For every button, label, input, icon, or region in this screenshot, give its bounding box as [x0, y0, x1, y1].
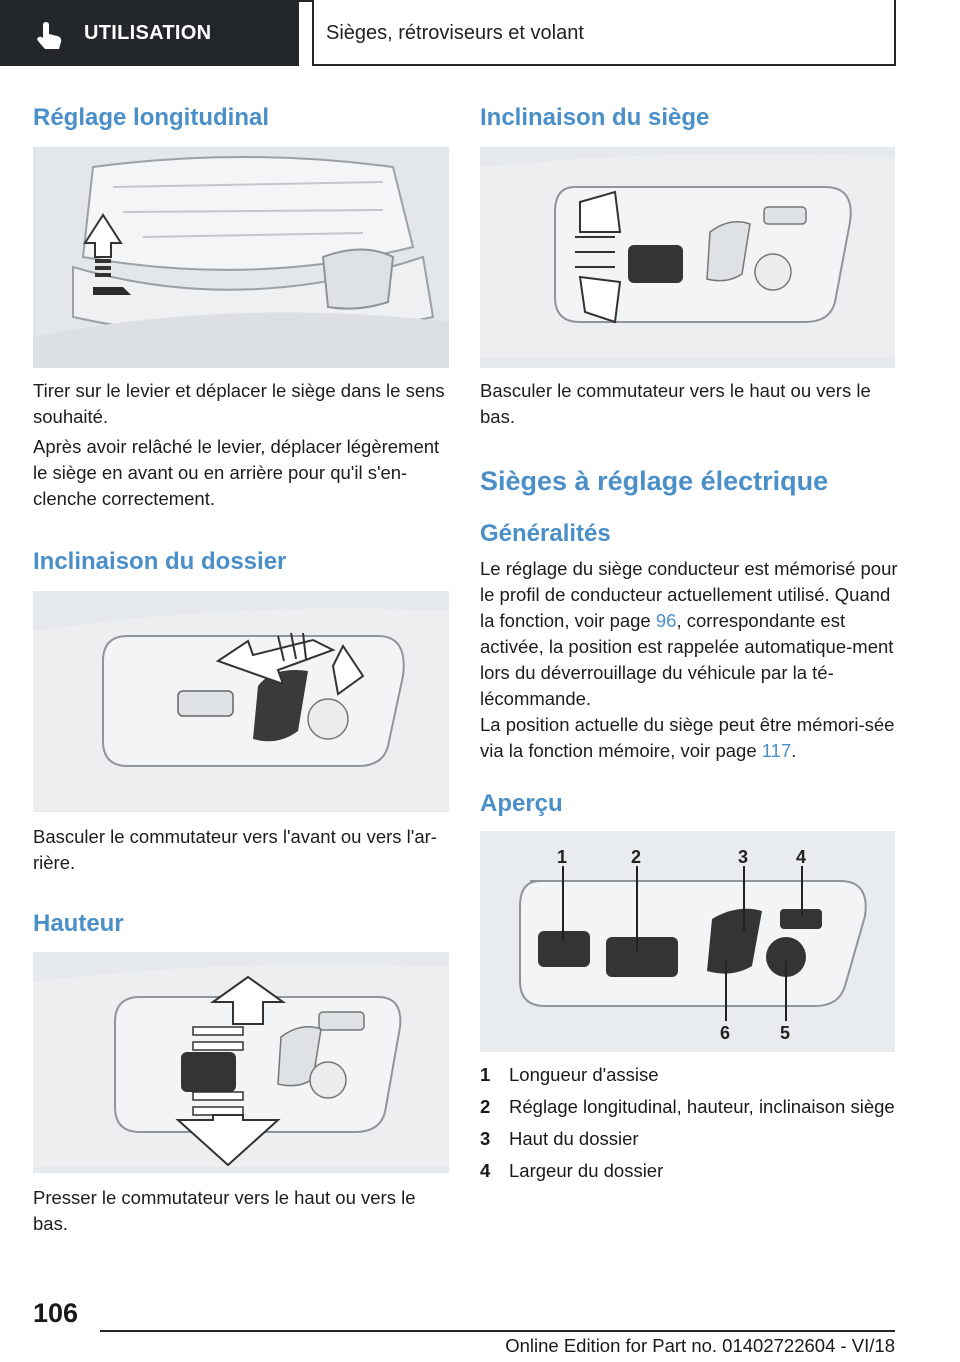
heading-generalites: Généralités [480, 520, 611, 547]
figure-label-1: 1 [557, 847, 567, 867]
header-connector [299, 0, 312, 2]
figure-label-3: 3 [738, 847, 748, 867]
figure-height-switch [33, 952, 449, 1173]
paragraph-basculer-avant: Basculer le commutateur vers l'avant ou … [33, 826, 437, 873]
list-item-number: 1 [480, 1064, 491, 1085]
heading-hauteur: Hauteur [33, 910, 124, 937]
figure-seat-lever [33, 147, 449, 368]
control-overview-illustration: 1 2 3 4 6 5 [480, 831, 895, 1052]
list-item: 1 Longueur d'assise [480, 1062, 900, 1088]
page-header: UTILISATION Sièges, rétroviseurs et vola… [0, 0, 960, 66]
list-item: 3 Haut du dossier [480, 1126, 900, 1152]
list-item: 2 Réglage longitudinal, hauteur, inclina… [480, 1094, 900, 1120]
heading-inclinaison-dossier: Inclinaison du dossier [33, 548, 287, 575]
paragraph-generalites-text-b: , correspondante est activée, la positio… [480, 610, 894, 709]
chapter-title: Sièges, rétroviseurs et volant [326, 22, 584, 44]
paragraph-position-text-a: La position actuelle du siège peut être … [480, 714, 895, 761]
list-item-number: 3 [480, 1128, 491, 1149]
page-number: 106 [33, 1298, 79, 1328]
list-item-text: Réglage longitudinal, hauteur, inclinais… [509, 1096, 895, 1117]
paragraph-tirer-levier: Tirer sur le levier et déplacer le siège… [33, 380, 445, 427]
figure-backrest-switch [33, 591, 449, 812]
figure-control-overview: 1 2 3 4 6 5 [480, 831, 895, 1052]
paragraph-generalites: Le réglage du siège conducteur est mémor… [480, 556, 900, 712]
heading-reglage-longitudinal: Réglage longitudinal [33, 104, 270, 131]
paragraph-basculer-haut: Basculer le commutateur vers le haut ou … [480, 380, 871, 427]
figure-label-6: 6 [720, 1023, 730, 1043]
section-tab-label: UTILISATION [84, 22, 212, 44]
list-item-text: Largeur du dossier [509, 1160, 664, 1181]
figure-label-5: 5 [780, 1023, 790, 1043]
seat-tilt-illustration [480, 147, 895, 368]
hand-pointer-icon [37, 22, 62, 49]
heading-sieges-reglage-electrique: Sièges à réglage électrique [480, 466, 829, 496]
paragraph-position-actuelle: La position actuelle du siège peut être … [480, 712, 900, 764]
heading-apercu: Aperçu [480, 790, 563, 817]
paragraph-generalites-text-a: Le réglage du siège conducteur est mémor… [480, 558, 898, 631]
heading-inclinaison-siege: Inclinaison du siège [480, 104, 710, 131]
paragraph-position-text-b: . [791, 740, 797, 761]
overview-legend-list: 1 Longueur d'assise 2 Réglage longitudin… [480, 1062, 900, 1190]
figure-label-2: 2 [631, 847, 641, 867]
figure-label-4: 4 [796, 847, 806, 867]
list-item-number: 4 [480, 1160, 491, 1181]
chapter-title-box: Sièges, rétroviseurs et volant [312, 0, 896, 66]
link-page-96[interactable]: 96 [655, 610, 677, 631]
seat-lever-illustration [33, 147, 449, 368]
paragraph-apres-relache: Après avoir relâché le levier, déplacer … [33, 436, 440, 509]
footer-edition: Online Edition for Part no. 01402722604 … [505, 1335, 895, 1356]
list-item-number: 2 [480, 1096, 491, 1117]
height-switch-illustration [33, 952, 449, 1173]
backrest-switch-illustration [33, 591, 449, 812]
list-item: 4 Largeur du dossier [480, 1158, 900, 1184]
list-item-text: Longueur d'assise [509, 1064, 659, 1085]
list-item-text: Haut du dossier [509, 1128, 639, 1149]
section-tab: UTILISATION [0, 0, 299, 66]
link-page-117[interactable]: 117 [761, 740, 792, 761]
footer-divider [100, 1330, 895, 1332]
paragraph-presser-haut: Presser le commutateur vers le haut ou v… [33, 1187, 416, 1234]
figure-seat-tilt [480, 147, 895, 368]
